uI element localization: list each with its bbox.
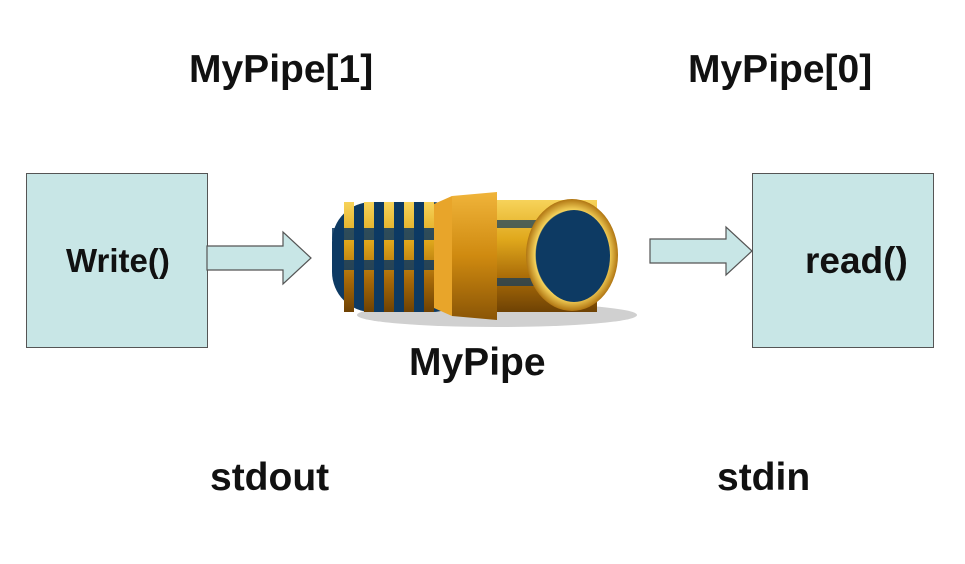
pipe-nut xyxy=(452,192,497,320)
pipe-icon xyxy=(332,192,637,327)
read-end-label: MyPipe[0] xyxy=(688,48,873,91)
writer-box-label: Write() xyxy=(66,242,170,279)
reader-box: read() xyxy=(752,173,934,348)
stdin-label: stdin xyxy=(717,456,811,499)
pipe-label: MyPipe xyxy=(409,341,546,384)
stdout-label: stdout xyxy=(210,456,330,499)
write-arrow-shape xyxy=(206,230,312,286)
read-arrow xyxy=(649,225,753,277)
write-end-label: MyPipe[1] xyxy=(189,48,374,91)
read-arrow-shape xyxy=(649,225,753,277)
write-arrow xyxy=(206,230,312,286)
reader-box-label: read() xyxy=(805,240,908,281)
writer-box: Write() xyxy=(26,173,208,348)
